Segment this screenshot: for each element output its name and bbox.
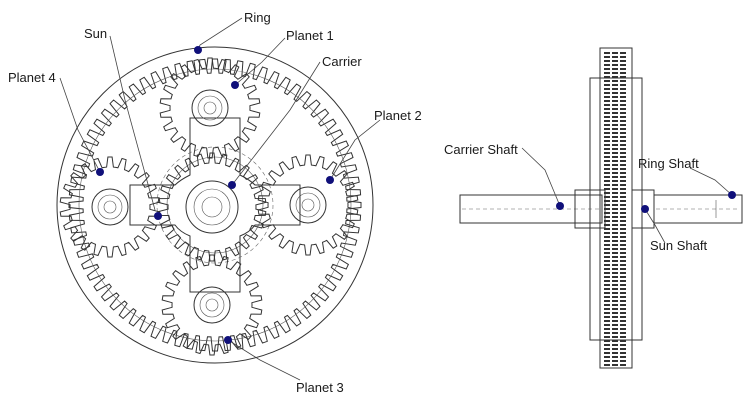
label-planet-2: Planet 2 xyxy=(374,108,422,123)
planet-2-gear xyxy=(257,154,359,256)
ring-gear-teeth xyxy=(68,58,362,352)
planet-3-marker xyxy=(224,336,232,344)
ring-shaft-body xyxy=(653,194,743,224)
label-planet-1: Planet 1 xyxy=(286,28,334,43)
label-sun-shaft: Sun Shaft xyxy=(650,238,707,253)
sun-gear xyxy=(157,152,267,262)
label-sun: Sun xyxy=(84,26,107,41)
sun-shaft-marker xyxy=(641,205,649,213)
label-carrier-shaft: Carrier Shaft xyxy=(444,142,518,157)
labels: Ring Sun Planet 1 Carrier Planet 2 Plane… xyxy=(8,10,707,395)
ring-pitch-circle xyxy=(78,68,352,342)
carrier-marker xyxy=(228,181,236,189)
planet-1-marker xyxy=(231,81,239,89)
carrier-shaft-marker xyxy=(556,202,564,210)
carrier-plate xyxy=(129,117,301,293)
label-planet-3: Planet 3 xyxy=(296,380,344,395)
label-planet-4: Planet 4 xyxy=(8,70,56,85)
side-view xyxy=(459,47,743,369)
ring-outer-rim xyxy=(56,46,374,364)
planet-3-gear xyxy=(161,254,263,356)
carrier-shaft-body xyxy=(459,194,603,224)
planet-1-gear xyxy=(159,57,261,159)
label-carrier: Carrier xyxy=(322,54,362,69)
planet-hubs xyxy=(91,89,327,324)
front-view xyxy=(56,46,374,364)
ring-marker xyxy=(194,46,202,54)
ring-shaft-marker xyxy=(728,191,736,199)
planet-4-gear xyxy=(59,156,161,258)
planet-gears xyxy=(59,57,359,356)
sun-hub xyxy=(185,180,239,234)
sun-marker xyxy=(154,212,162,220)
ring-gear-side-teeth xyxy=(604,52,626,366)
planet-2-marker xyxy=(326,176,334,184)
label-ring: Ring xyxy=(244,10,271,25)
markers xyxy=(96,46,736,344)
planet-4-marker xyxy=(96,168,104,176)
label-ring-shaft: Ring Shaft xyxy=(638,156,699,171)
